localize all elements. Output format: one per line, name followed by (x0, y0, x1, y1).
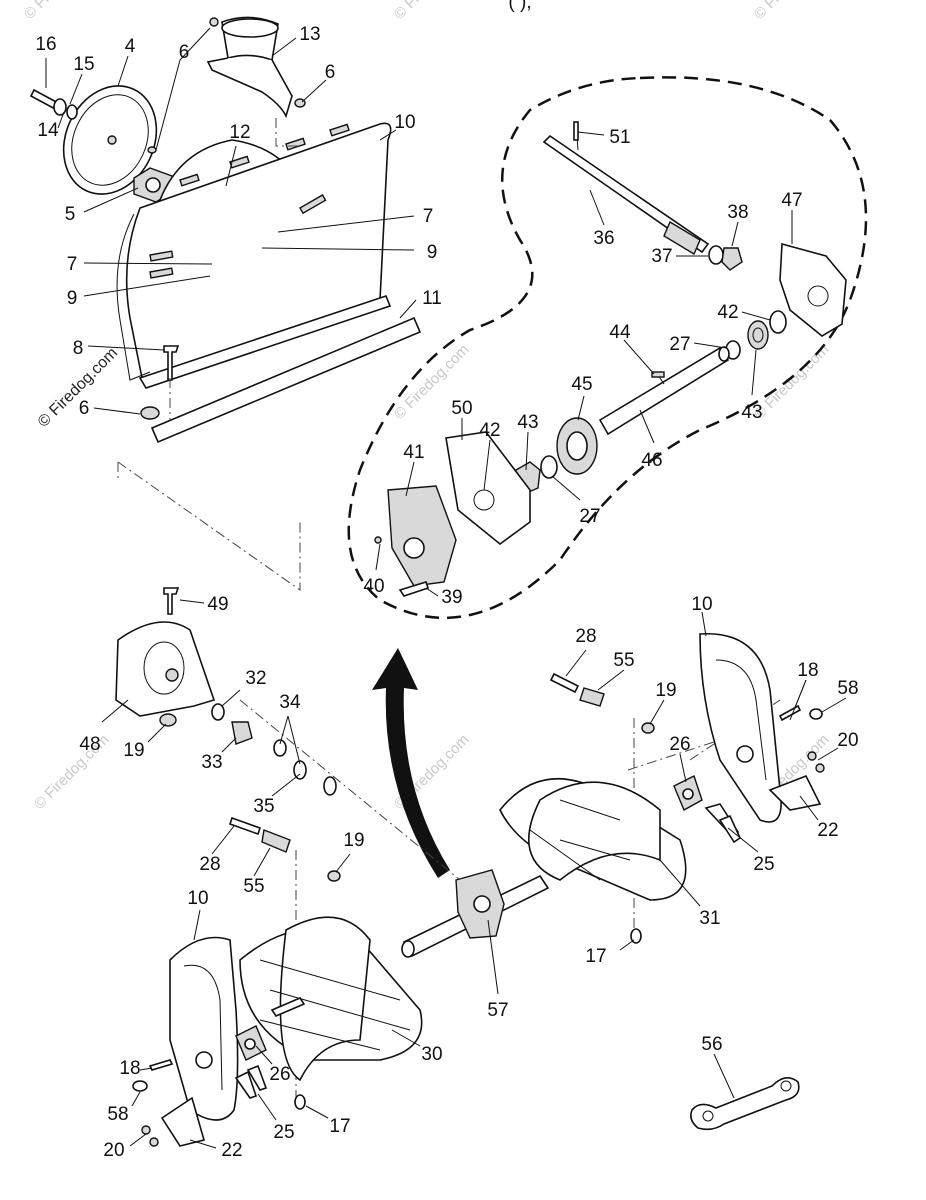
watermark: © Firedog.com (391, 0, 473, 23)
gearbox-parts (374, 121, 847, 597)
callout-43: 43 (517, 412, 538, 433)
callout-33: 33 (201, 752, 222, 773)
callout-16: 16 (35, 34, 56, 55)
callout-44: 44 (609, 322, 631, 343)
callout-57: 57 (487, 1000, 508, 1021)
callout-40: 40 (363, 576, 384, 597)
callout-7: 7 (67, 254, 78, 275)
callout-43: 43 (741, 402, 762, 423)
auger-right-group (499, 633, 825, 944)
explode-arrow (372, 648, 450, 878)
callout-14: 14 (37, 120, 59, 141)
callout-8: 8 (73, 338, 84, 359)
callout-7: 7 (423, 206, 434, 227)
callout-10: 10 (691, 594, 712, 615)
callout-55: 55 (613, 650, 634, 671)
callout-10: 10 (394, 112, 415, 133)
callout-6: 6 (325, 62, 336, 83)
callout-42: 42 (479, 420, 500, 441)
callout-34: 34 (279, 692, 301, 713)
callout-58: 58 (837, 678, 858, 699)
watermark: © Firedog.com (21, 0, 103, 23)
callout-51: 51 (609, 127, 630, 148)
callout-6: 6 (179, 42, 190, 63)
callout-39: 39 (441, 587, 462, 608)
callout-4: 4 (125, 36, 136, 57)
leader-lines (45, 27, 847, 1149)
callout-19: 19 (123, 740, 144, 761)
callout-45: 45 (571, 374, 592, 395)
callout-36: 36 (593, 228, 614, 249)
callout-56: 56 (701, 1034, 722, 1055)
callout-10: 10 (187, 888, 208, 909)
callout-42: 42 (717, 302, 738, 323)
callout-25: 25 (753, 854, 774, 875)
callout-27: 27 (579, 506, 600, 527)
callout-37: 37 (651, 246, 672, 267)
callout-35: 35 (253, 796, 274, 817)
callout-55: 55 (243, 876, 264, 897)
callout-19: 19 (343, 830, 364, 851)
callout-41: 41 (403, 442, 424, 463)
callout-22: 22 (817, 820, 838, 841)
watermark: © Firedog.com (751, 0, 833, 23)
callout-26: 26 (669, 734, 690, 755)
callout-15: 15 (73, 54, 94, 75)
center-gearbox (401, 869, 550, 958)
wrench (690, 1077, 800, 1131)
callout-49: 49 (207, 594, 228, 615)
callout-50: 50 (451, 398, 472, 419)
callout-5: 5 (65, 204, 76, 225)
callout-46: 46 (641, 450, 662, 471)
callout-9: 9 (67, 288, 78, 309)
callout-58: 58 (107, 1104, 128, 1125)
callout-31: 31 (699, 908, 720, 929)
callout-11: 11 (422, 288, 442, 309)
callout-19: 19 (655, 680, 676, 701)
callout-25: 25 (273, 1122, 294, 1143)
header-fragment: ( ), (508, 0, 531, 13)
callout-9: 9 (427, 242, 438, 263)
callout-26: 26 (269, 1064, 290, 1085)
callout-32: 32 (245, 668, 266, 689)
callout-17: 17 (585, 946, 606, 967)
watermark: © Firedog.com (751, 341, 833, 423)
callout-28: 28 (199, 854, 220, 875)
callout-12: 12 (229, 122, 250, 143)
callout-20: 20 (837, 730, 858, 751)
callout-22: 22 (221, 1140, 242, 1161)
auger-left-group (132, 816, 423, 1147)
callout-47: 47 (781, 190, 802, 211)
callout-18: 18 (797, 660, 818, 681)
callout-20: 20 (103, 1140, 124, 1161)
bearing-housing-group (115, 587, 337, 796)
callout-30: 30 (421, 1044, 442, 1065)
callout-38: 38 (727, 202, 748, 223)
callout-17: 17 (329, 1116, 350, 1137)
callout-13: 13 (299, 24, 320, 45)
auger-housing-group (29, 16, 422, 444)
callout-48: 48 (79, 734, 100, 755)
callout-28: 28 (575, 626, 596, 647)
callout-18: 18 (119, 1058, 140, 1079)
gearbox-detail-outline (347, 76, 868, 620)
callout-labels: 16 15 4 6 13 6 14 12 10 5 7 9 7 9 11 8 6… (35, 24, 858, 1161)
callout-27: 27 (669, 334, 690, 355)
callout-6: 6 (79, 398, 90, 419)
